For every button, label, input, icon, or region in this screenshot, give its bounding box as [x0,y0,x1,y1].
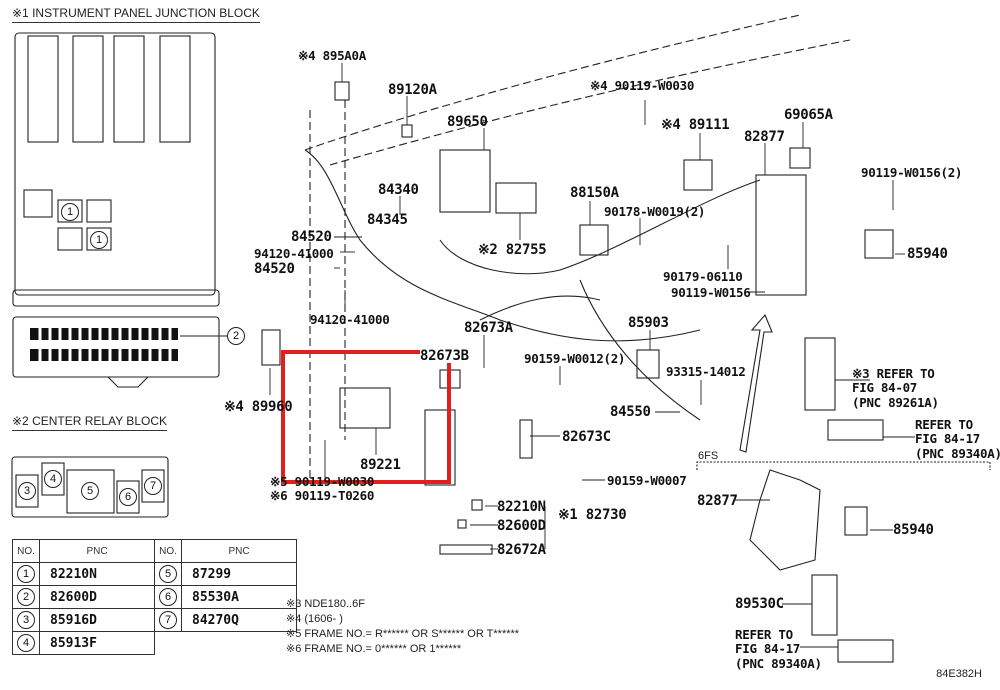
part-label-82673B[interactable]: 82673B [420,348,469,364]
refer-note-1[interactable]: ※3 REFER TO FIG 84-07 (PNC 89261A) [852,366,939,410]
header-pnc: PNC [39,539,155,563]
row-pnc: 82210N [39,562,155,586]
part-label-90119-W0030[interactable]: ※5 90119-W0030 [270,474,375,489]
row-no-2: 5 [159,565,177,583]
refer-note-2[interactable]: REFER TO FIG 84-17 (PNC 89340A) [915,417,1000,461]
part-label-84550[interactable]: 84550 [610,404,651,420]
part-label-89530C[interactable]: 89530C [735,596,784,612]
part-label-84520-b[interactable]: 84520 [254,261,295,277]
part-label-82600D[interactable]: 82600D [497,518,546,534]
part-label-84520-a[interactable]: 84520 [291,229,332,245]
part-label-90178-W0019[interactable]: 90178-W0019(2) [604,204,706,219]
leader-lines [269,63,915,648]
part-label-82673A[interactable]: 82673A [464,320,513,336]
dashboard-body [261,81,991,663]
part-label-89650[interactable]: 89650 [447,114,488,130]
instrument-panel-junction-block-drawing [12,32,228,388]
table-header-row: NO. PNC NO. PNC [12,539,297,563]
relay-marker-5: 5 [81,482,99,500]
part-label-85903[interactable]: 85903 [628,315,669,331]
row-pnc-2: 85530A [181,585,297,609]
part-label-94120-41000-b[interactable]: 94120-41000 [310,312,390,327]
row-no: 2 [17,588,35,606]
row-no-2: 7 [159,611,177,629]
refer-note-3-line-3: (PNC 89340A) [735,655,822,671]
dashboard-outline [304,14,851,480]
part-label-82673C[interactable]: 82673C [562,429,611,445]
row-pnc: 85913F [39,631,155,655]
pnc-table: NO. PNC NO. PNC 1 82210N 5 87299 2 82600… [12,539,297,655]
table-row: 2 82600D 6 85530A [12,585,297,609]
relay-marker-7: 7 [144,477,162,495]
ipjb-marker-1: 1 [61,203,79,221]
part-label-82730[interactable]: ※1 82730 [558,507,627,523]
refer-note-1-line-3: (PNC 89261A) [852,394,939,410]
row-no: 3 [17,611,35,629]
section-title-instrument-panel: ※1 INSTRUMENT PANEL JUNCTION BLOCK [12,6,260,23]
row-no: 1 [17,565,35,583]
part-label-90179-06110[interactable]: 90179-06110 [663,269,743,284]
part-label-82877-6fs[interactable]: 82877 [697,493,738,509]
header-no-2: NO. [154,539,182,563]
part-label-82877[interactable]: 82877 [744,129,785,145]
part-label-93315-14012[interactable]: 93315-14012 [666,364,746,379]
refer-note-2-line-2: FIG 84-17 [915,431,981,447]
connector-pin-gaps [38,326,172,364]
header-no: NO. [12,539,40,563]
part-label-88150A[interactable]: 88150A [570,185,619,201]
refer-note-3-line-2: FIG 84-17 [735,641,801,657]
part-label-90119-W0156-2[interactable]: 90119-W0156(2) [861,165,963,180]
part-label-90159-W0007[interactable]: 90159-W0007 [607,473,687,488]
row-pnc-2: 84270Q [181,608,297,632]
row-pnc: 82600D [39,585,155,609]
table-row: 1 82210N 5 87299 [12,562,297,586]
part-label-90119-W0030-top[interactable]: ※4 90119-W0030 [590,78,695,93]
ipjb-marker-2: 2 [227,327,245,345]
part-label-85940-6fs[interactable]: 85940 [893,522,934,538]
part-label-85940[interactable]: 85940 [907,246,948,262]
part-label-69065A[interactable]: 69065A [784,107,833,123]
refer-note-3-line-1: REFER TO [735,627,793,642]
refer-note-1-line-2: FIG 84-07 [852,380,918,396]
footnote-4: ※4 (1606- ) [286,613,343,625]
refer-note-3[interactable]: REFER TO FIG 84-17 (PNC 89340A) [735,627,822,671]
footnote-6: ※6 FRAME NO.= 0****** OR 1****** [286,643,462,655]
refer-note-2-line-1: REFER TO [915,417,973,432]
part-label-82672A[interactable]: 82672A [497,542,546,558]
footnote-5: ※5 FRAME NO.= R****** OR S****** OR T***… [286,628,520,640]
part-label-895A0A[interactable]: ※4 895A0A [298,48,366,63]
refer-note-1-line-1: ※3 REFER TO [852,366,935,381]
relay-marker-6: 6 [119,488,137,506]
section-title-center-relay: ※2 CENTER RELAY BLOCK [12,414,167,431]
relay-marker-4: 4 [44,470,62,488]
part-label-84340[interactable]: 84340 [378,182,419,198]
part-label-90119-T0260[interactable]: ※6 90119-T0260 [270,488,375,503]
part-label-89111[interactable]: ※4 89111 [661,117,730,133]
figure-code: 84E382H [936,668,982,680]
refer-note-2-line-3: (PNC 89340A) [915,445,1000,461]
header-pnc-2: PNC [181,539,297,563]
row-pnc: 85916D [39,608,155,632]
part-label-89960[interactable]: ※4 89960 [224,399,293,415]
center-relay-block-drawing [11,456,169,518]
highlight-box-89221 [281,350,451,484]
part-label-90119-W0156[interactable]: 90119-W0156 [671,285,751,300]
table-row: 3 85916D 7 84270Q [12,608,297,632]
connector-pins [30,328,178,361]
group-label-6fs: 6FS [698,450,719,462]
part-label-82210N[interactable]: 82210N [497,499,546,515]
table-row: 4 85913F [12,631,297,655]
ipjb-marker-1b: 1 [90,231,108,249]
part-label-90159-W0012[interactable]: 90159-W0012(2) [524,351,626,366]
part-label-82755[interactable]: ※2 82755 [478,242,547,258]
part-label-94120-41000-a[interactable]: 94120-41000 [254,246,334,261]
relay-marker-3: 3 [18,482,36,500]
part-label-89221[interactable]: 89221 [360,457,401,473]
row-no-2: 6 [159,588,177,606]
row-pnc-2: 87299 [181,562,297,586]
part-label-84345[interactable]: 84345 [367,212,408,228]
row-no: 4 [17,634,35,652]
footnote-3: ※3 NDE180..6F [286,598,365,610]
part-label-89120A[interactable]: 89120A [388,82,437,98]
